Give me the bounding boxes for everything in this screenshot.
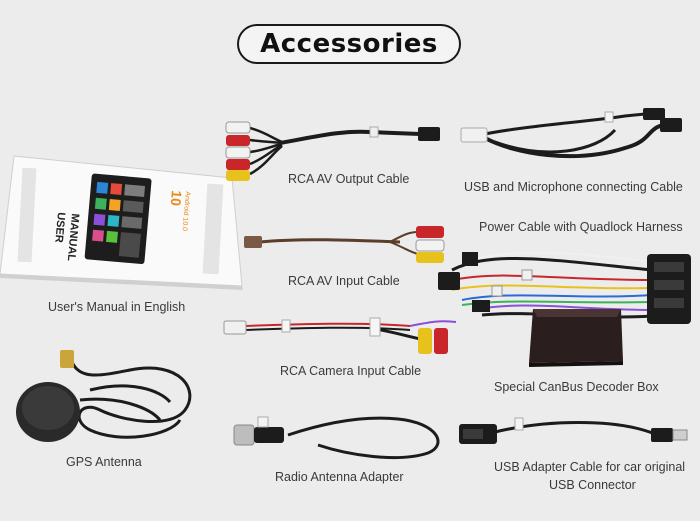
caption-radio-adapter: Radio Antenna Adapter	[275, 470, 404, 484]
caption-rca-av-output: RCA AV Output Cable	[288, 172, 410, 186]
usb-adapter-cable-image	[455, 412, 695, 452]
page-title-pill: Accessories	[237, 24, 461, 64]
user-manual-image: USER MANUAL 10 Android 10.0	[0, 150, 245, 290]
caption-rca-av-input: RCA AV Input Cable	[288, 274, 400, 288]
rca-av-input-cable-icon	[244, 226, 445, 263]
rca-av-output-cable-icon	[225, 121, 440, 181]
user-manual-icon: USER MANUAL 10 Android 10.0	[0, 155, 243, 290]
usb-adapter-cable-icon	[459, 417, 688, 444]
caption-gps: GPS Antenna	[66, 455, 142, 469]
usb-mic-cable-image	[455, 104, 685, 164]
rca-camera-input-cable-image	[220, 310, 465, 360]
radio-antenna-adapter-image	[228, 405, 453, 465]
manual-version-text: Android 10.0	[180, 191, 190, 231]
caption-canbus: Special CanBus Decoder Box	[494, 380, 659, 394]
rca-camera-input-cable-icon	[223, 317, 457, 354]
manual-version-number: 10	[168, 190, 185, 207]
caption-user-manual: User's Manual in English	[48, 300, 186, 314]
caption-power-quadlock: Power Cable with Quadlock Harness	[479, 220, 683, 234]
power-quadlock-harness-icon	[438, 251, 691, 324]
caption-rca-camera: RCA Camera Input Cable	[280, 364, 422, 378]
usb-mic-cable-icon	[460, 108, 682, 159]
rca-av-output-cable-image	[220, 118, 450, 183]
caption-usb-mic: USB and Microphone connecting Cable	[464, 180, 683, 194]
manual-cover-line2: MANUAL	[65, 213, 81, 262]
manual-cover-line1: USER	[52, 212, 67, 244]
gps-antenna-image	[10, 340, 205, 450]
radio-antenna-adapter-icon	[233, 416, 440, 460]
power-quadlock-harness-image	[432, 240, 696, 335]
rca-av-input-cable-image	[240, 222, 455, 267]
page-title: Accessories	[260, 29, 438, 59]
caption-usb-adapter-line2: USB Connector	[549, 478, 636, 492]
canbus-decoder-box-icon	[529, 309, 623, 367]
caption-usb-adapter-line1: USB Adapter Cable for car original	[494, 460, 686, 474]
gps-antenna-icon	[16, 350, 192, 442]
canbus-decoder-box-image	[525, 305, 625, 367]
